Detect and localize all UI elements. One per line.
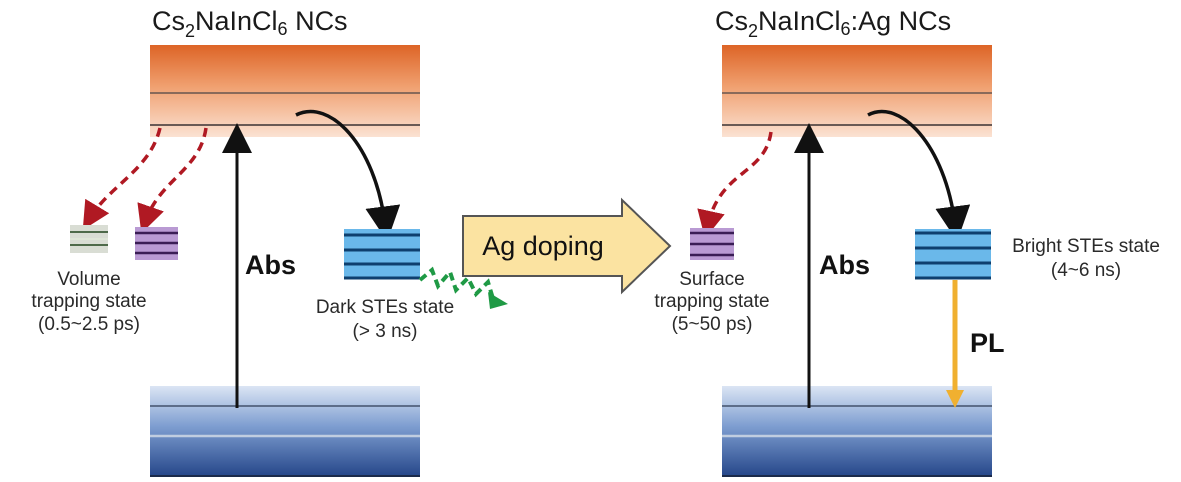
valence-band-left <box>150 386 420 477</box>
relaxation-arrow-right <box>867 109 971 242</box>
volume-trap-state-icon <box>70 225 108 253</box>
purple-trap-state-icon <box>135 227 178 260</box>
surface-trap-state-icon <box>690 228 734 260</box>
surface-state-line2: trapping state <box>654 291 769 312</box>
nonradiative-arrowhead <box>488 292 508 309</box>
volume-state-line2: trapping state <box>31 291 146 312</box>
dark-ste-state-icon <box>344 229 420 280</box>
trap-arrow-volume-1 <box>82 127 162 230</box>
abs-label-left: Abs <box>245 250 296 280</box>
left-panel-title: Cs2NaInCl6 NCs <box>152 6 348 41</box>
ag-doping-arrow: Ag doping <box>462 197 672 295</box>
right-panel: Cs2NaInCl6:Ag NCs Abs Surface trapping s… <box>654 6 1160 477</box>
volume-state-line3: (0.5~2.5 ps) <box>38 314 140 335</box>
bright-state-line2: (4~6 ns) <box>1051 260 1121 281</box>
right-panel-title: Cs2NaInCl6:Ag NCs <box>715 6 951 41</box>
dark-state-line1: Dark STEs state <box>316 297 454 318</box>
valence-band-right <box>722 386 992 477</box>
conduction-band-right <box>722 45 992 137</box>
volume-state-line1: Volume <box>57 269 120 290</box>
pl-arrowhead <box>946 390 964 408</box>
abs-label-right: Abs <box>819 250 870 280</box>
nonradiative-decay-arrow <box>418 266 496 303</box>
pl-label: PL <box>970 328 1005 358</box>
ag-doping-label: Ag doping <box>482 231 604 261</box>
surface-state-line3: (5~50 ps) <box>672 314 753 335</box>
trap-arrow-surface <box>697 131 773 239</box>
dark-state-line2: (> 3 ns) <box>353 321 418 342</box>
trap-arrow-volume-2 <box>137 127 208 234</box>
bright-state-line1: Bright STEs state <box>1012 236 1160 257</box>
left-panel: Cs2NaInCl6 NCs Abs <box>31 6 508 477</box>
relaxation-arrow-left <box>295 109 401 242</box>
conduction-band-left <box>150 45 420 137</box>
bright-ste-state-icon <box>915 229 991 280</box>
surface-state-line1: Surface <box>679 269 744 290</box>
